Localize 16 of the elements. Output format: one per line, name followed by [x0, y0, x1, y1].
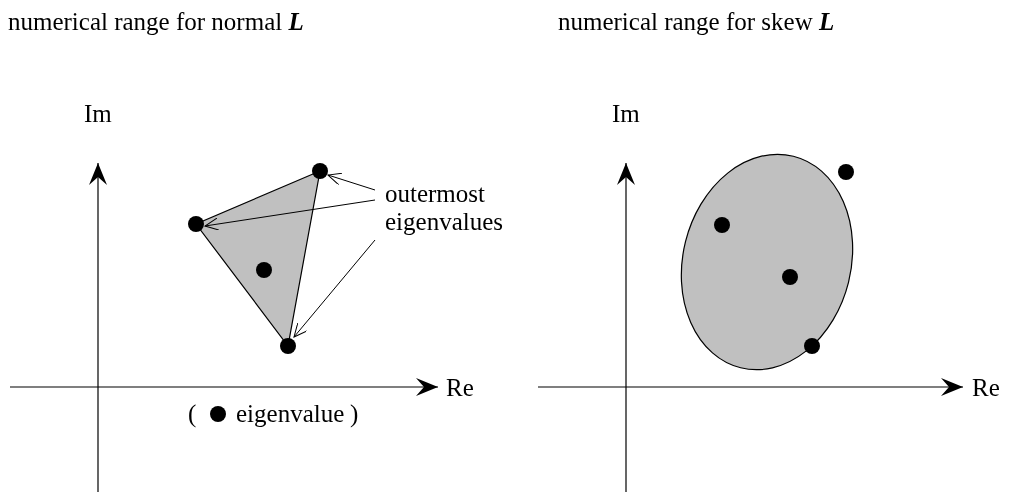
eigenvalue-dot [312, 163, 328, 179]
axis-label: Re [972, 374, 1000, 402]
plot-title: numerical range for normal L [8, 8, 304, 36]
callout-text: outermost eigenvalues [385, 180, 535, 235]
legend-bracket: ( [188, 400, 197, 428]
leader-arrow [293, 239, 376, 338]
leader-arrow [327, 172, 376, 191]
eigenvalue-dot [188, 216, 204, 232]
legend-bracket: ) [350, 400, 359, 428]
axis-label: Re [446, 374, 474, 402]
eigenvalue-dot [280, 338, 296, 354]
leader-arrow [204, 199, 376, 231]
axis-label: Im [84, 100, 112, 128]
axis-label: Im [612, 100, 640, 128]
plot-title: numerical range for skew L [558, 8, 835, 36]
legend-text: eigenvalue [236, 400, 345, 428]
